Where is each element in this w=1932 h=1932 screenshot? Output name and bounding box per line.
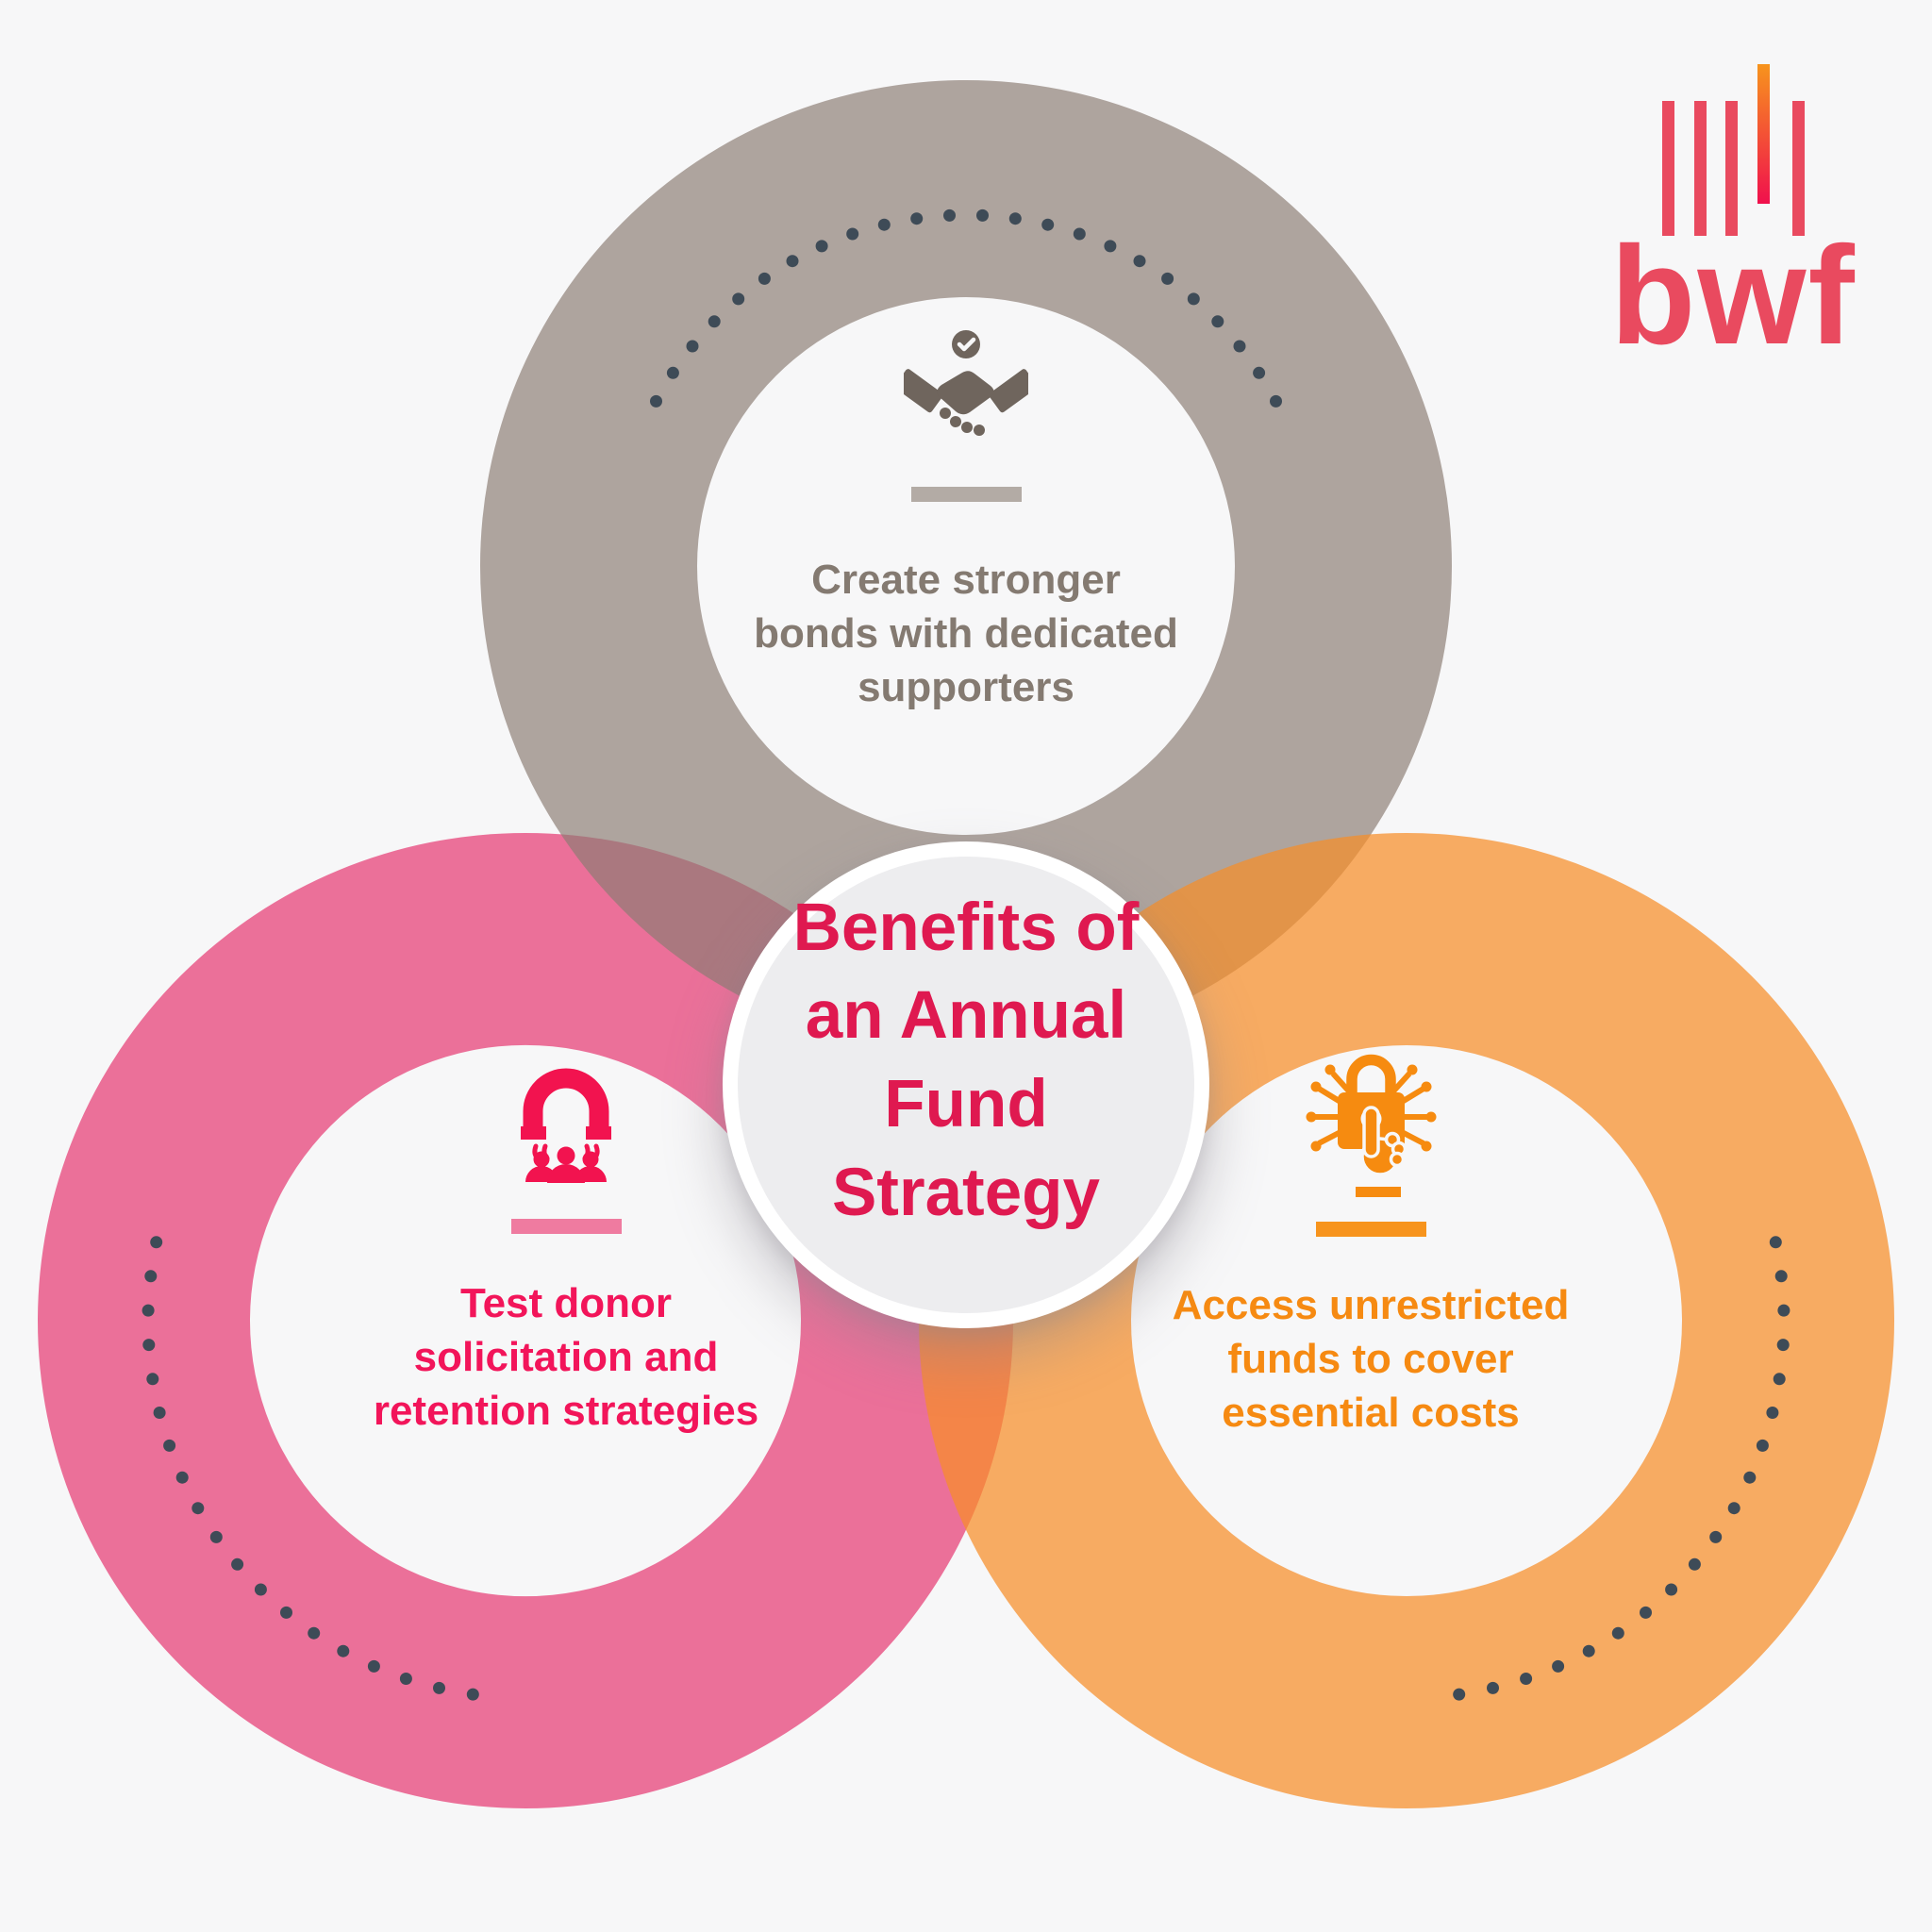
section-divider (510, 1219, 622, 1234)
logo-bar-gradient (1757, 64, 1770, 204)
center-circle: Benefits of an Annual Fund Strategy (723, 841, 1209, 1328)
logo-bar (1694, 101, 1707, 236)
logo-wordmark: bwf (1610, 218, 1857, 374)
left-dots (142, 1236, 479, 1701)
section-left-benefit: Test donor solicitation and retention st… (283, 1062, 849, 1439)
right-dots (1453, 1236, 1790, 1701)
bwf-logo: bwf (1608, 57, 1891, 366)
center-circle-fill: Benefits of an Annual Fund Strategy (738, 857, 1194, 1313)
section-label: Access unrestricted funds to cover essen… (1172, 1282, 1570, 1437)
section-divider (910, 487, 1022, 502)
section-top-benefit: Create stronger bonds with dedicated sup… (683, 328, 1249, 715)
lock-circuit-hand-icon (1303, 1049, 1440, 1209)
gray-ring (480, 80, 1452, 1052)
logo-bar (1792, 101, 1805, 236)
logo-bar (1662, 101, 1674, 236)
logo-bar (1725, 101, 1738, 236)
section-label: Create stronger bonds with dedicated sup… (754, 557, 1178, 711)
section-divider (1315, 1222, 1426, 1237)
page-title: Benefits of an Annual Fund Strategy (792, 890, 1140, 1230)
top-dots (650, 208, 1282, 408)
section-label: Test donor solicitation and retention st… (373, 1280, 759, 1435)
handshake-check-icon (894, 328, 1038, 458)
magnet-people-icon (504, 1062, 628, 1191)
section-right-benefit: Access unrestricted funds to cover essen… (1088, 1049, 1654, 1441)
